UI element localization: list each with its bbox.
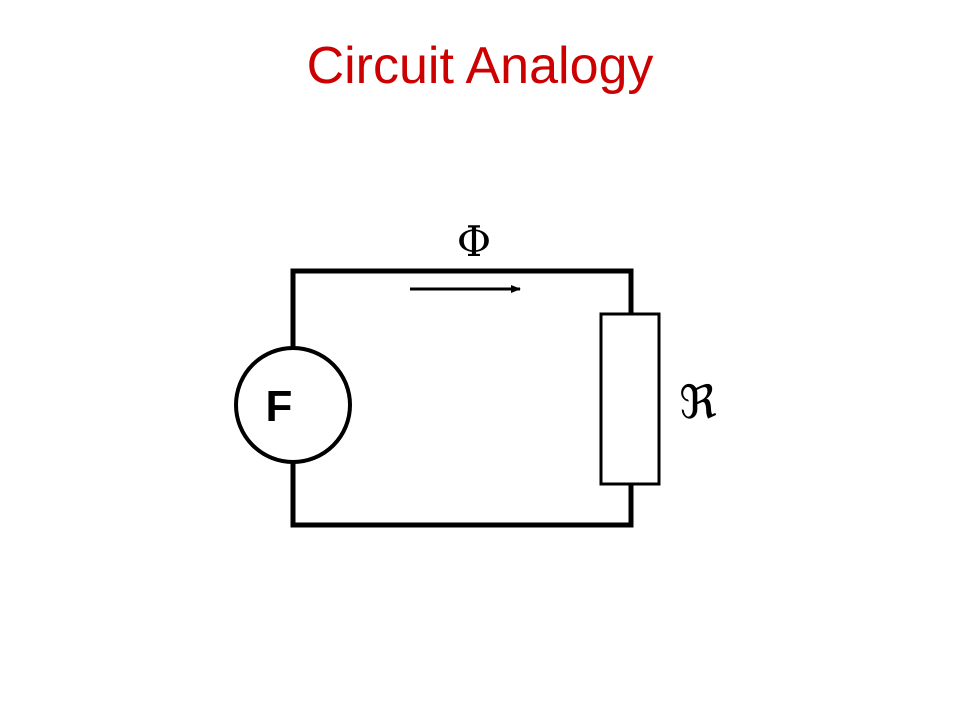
mmf-source-symbol xyxy=(234,346,352,464)
top-wire xyxy=(290,268,634,351)
flux-label: Φ xyxy=(457,217,491,266)
mmf-source-label: F xyxy=(266,382,293,431)
bottom-wire xyxy=(290,459,634,528)
reluctance-label: ℜ xyxy=(679,375,716,429)
slide-title: Circuit Analogy xyxy=(306,37,654,95)
reluctance-resistor-symbol xyxy=(599,312,661,486)
